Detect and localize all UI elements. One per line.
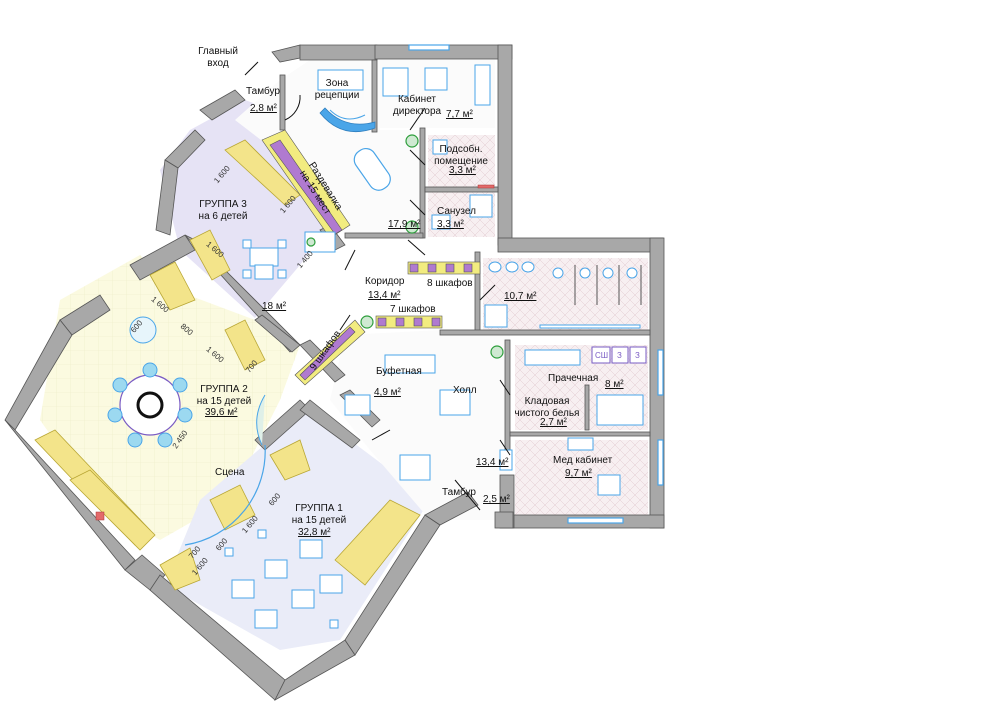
medical-label: Мед кабинет bbox=[553, 455, 613, 466]
corridor-label: Коридор bbox=[365, 276, 405, 287]
group3-area: 18 м² bbox=[262, 301, 287, 312]
wardrobe-area: 17,9 м² bbox=[388, 219, 421, 230]
group1-floor bbox=[165, 410, 430, 650]
stage-curve bbox=[256, 394, 266, 446]
windows bbox=[408, 44, 664, 524]
laundry-label: Прачечная bbox=[548, 373, 599, 384]
medical-floor bbox=[515, 440, 648, 515]
group2-area: 39,6 м² bbox=[205, 407, 238, 418]
dryer-label-2: З bbox=[635, 351, 640, 360]
lockers8-label: 8 шкафов bbox=[427, 278, 473, 289]
group1-area: 32,8 м² bbox=[298, 527, 331, 538]
pantry-area: 4,9 м² bbox=[374, 387, 401, 398]
bathroom-label: Санузел bbox=[437, 206, 476, 217]
linen-area: 2,7 м² bbox=[540, 417, 567, 428]
vestibule-top-label: Тамбур bbox=[246, 86, 280, 97]
stage-label: Сцена bbox=[215, 467, 245, 478]
corridor-area: 13,4 м² bbox=[368, 290, 401, 301]
heaters bbox=[95, 184, 495, 521]
cabinets bbox=[34, 139, 421, 591]
director-area: 7,7 м² bbox=[446, 109, 473, 120]
auxiliary-label: Подсобн.помещение bbox=[434, 144, 488, 167]
stage-arc bbox=[184, 444, 266, 546]
vestibule-top-area: 2,8 м² bbox=[250, 103, 277, 114]
round-table bbox=[107, 316, 193, 448]
wc-stalls bbox=[488, 261, 642, 329]
wardrobe-bench bbox=[353, 147, 391, 191]
washer-label: СШ bbox=[595, 351, 609, 360]
hall-area: 13,4 м² bbox=[476, 457, 509, 468]
lockers7-label: 7 шкафов bbox=[390, 304, 436, 315]
plants bbox=[306, 134, 504, 359]
lockers bbox=[261, 129, 481, 386]
pantry-label: Буфетная bbox=[376, 366, 422, 377]
toilets-area: 10,7 м² bbox=[504, 291, 537, 302]
vestibule-bottom-label: Тамбур bbox=[442, 487, 476, 498]
vestibule-bottom-area: 2,5 м² bbox=[483, 494, 510, 505]
tables-and-chairs bbox=[224, 64, 644, 629]
dryer-label-1: З bbox=[617, 351, 622, 360]
hall-label: Холл bbox=[453, 385, 477, 396]
doors bbox=[244, 61, 511, 511]
walls bbox=[4, 44, 665, 701]
laundry-appliances bbox=[591, 346, 647, 364]
laundry-area: 8 м² bbox=[605, 379, 624, 390]
reception-desk bbox=[319, 107, 376, 133]
auxiliary-area: 3,3 м² bbox=[449, 165, 476, 176]
medical-area: 9,7 м² bbox=[565, 468, 592, 479]
bathroom-area: 3,3 м² bbox=[437, 219, 464, 230]
